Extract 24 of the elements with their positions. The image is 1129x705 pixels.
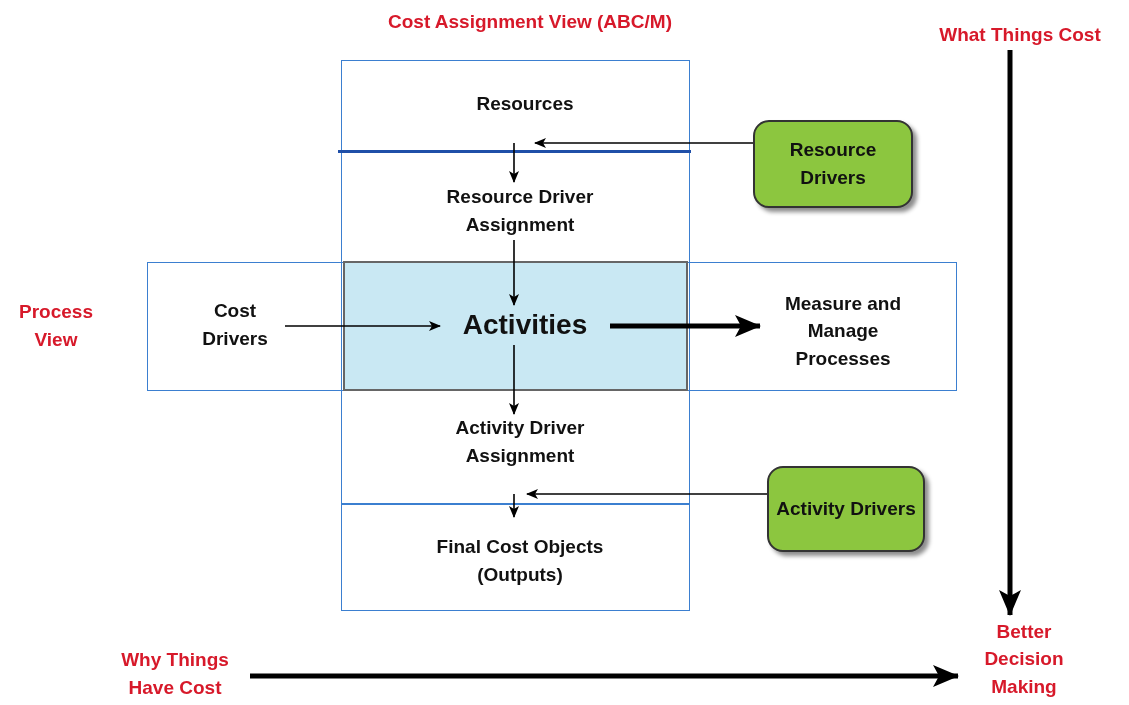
arrow: [509, 142, 519, 183]
section-title: Cost Assignment View (ABC/M): [387, 10, 673, 34]
driver-box: Activity Drivers: [767, 466, 925, 552]
axis-label: Better Decision Making: [958, 615, 1090, 703]
step-label: Cost Drivers: [185, 297, 285, 353]
step-label: Resource Driver Assignment: [400, 182, 640, 240]
arrow: [250, 665, 959, 687]
arrow: [610, 315, 761, 337]
step-label: Final Cost Objects (Outputs): [430, 517, 610, 605]
arrow: [509, 344, 519, 415]
arrow: [509, 239, 519, 306]
step-label: Measure and Manage Processes: [760, 288, 926, 374]
arrow: [534, 138, 754, 148]
arrow: [284, 321, 441, 331]
step-label: Activity Driver Assignment: [410, 414, 630, 494]
arrow: [526, 489, 768, 499]
activities-label: Activities: [440, 305, 610, 345]
arrow: [509, 493, 519, 518]
arrow: [999, 50, 1021, 616]
driver-box: Resource Drivers: [753, 120, 913, 208]
step-label: Resources: [420, 90, 630, 143]
section-title: Process View: [18, 300, 94, 352]
axis-label: Why Things Have Cost: [100, 644, 250, 704]
axis-label: What Things Cost: [912, 20, 1128, 50]
